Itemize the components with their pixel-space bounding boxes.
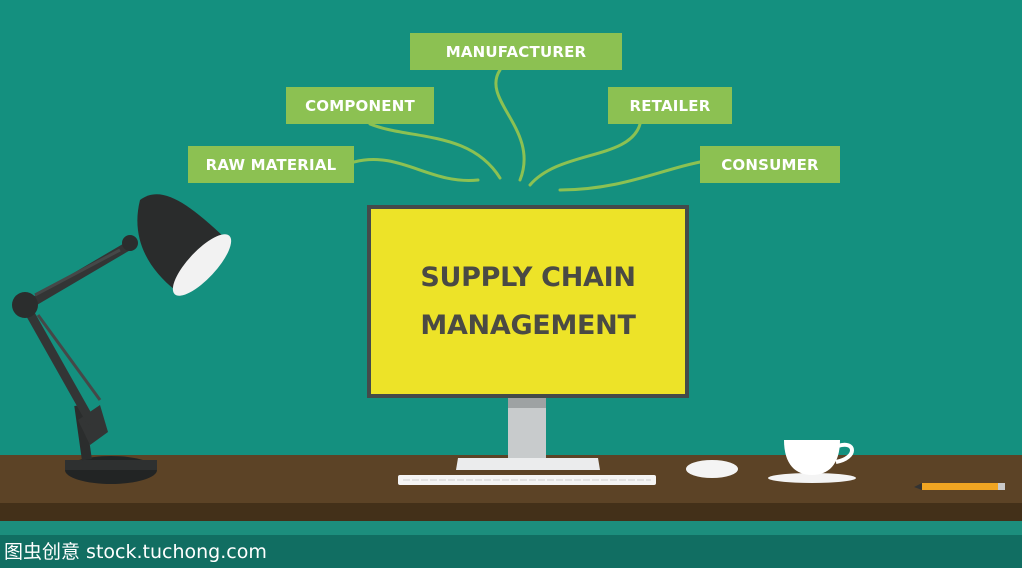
screen-title-line-2: MANAGEMENT	[420, 309, 636, 341]
screen-title-line-1: SUPPLY CHAIN	[420, 261, 636, 293]
label-consumer: CONSUMER	[700, 146, 840, 183]
connector-consumer	[558, 160, 702, 192]
watermark-text: 图虫创意 stock.tuchong.com	[4, 541, 267, 563]
monitor-icon: SUPPLY CHAIN MANAGEMENT	[367, 205, 689, 398]
coffee-cup-icon	[768, 440, 856, 483]
pencil-icon	[914, 483, 1005, 490]
keyboard-icon	[398, 475, 656, 485]
mouse-icon	[686, 460, 738, 478]
monitor-screen: SUPPLY CHAIN MANAGEMENT	[371, 209, 685, 394]
label-component-text: COMPONENT	[305, 96, 415, 115]
connector-component	[368, 122, 502, 180]
connector-lines	[352, 68, 702, 192]
label-raw-material-text: RAW MATERIAL	[205, 155, 337, 174]
label-consumer-text: CONSUMER	[721, 155, 819, 174]
label-manufacturer: MANUFACTURER	[410, 33, 622, 70]
connector-raw-material	[352, 158, 480, 182]
connector-manufacturer	[494, 68, 526, 182]
label-retailer: RETAILER	[608, 87, 732, 124]
label-retailer-text: RETAILER	[629, 96, 711, 115]
label-raw-material: RAW MATERIAL	[188, 146, 354, 183]
label-manufacturer-text: MANUFACTURER	[445, 42, 587, 61]
desk-lamp-icon	[12, 194, 232, 484]
connector-retailer	[528, 122, 642, 187]
label-component: COMPONENT	[286, 87, 434, 124]
monitor-stand	[456, 398, 600, 470]
